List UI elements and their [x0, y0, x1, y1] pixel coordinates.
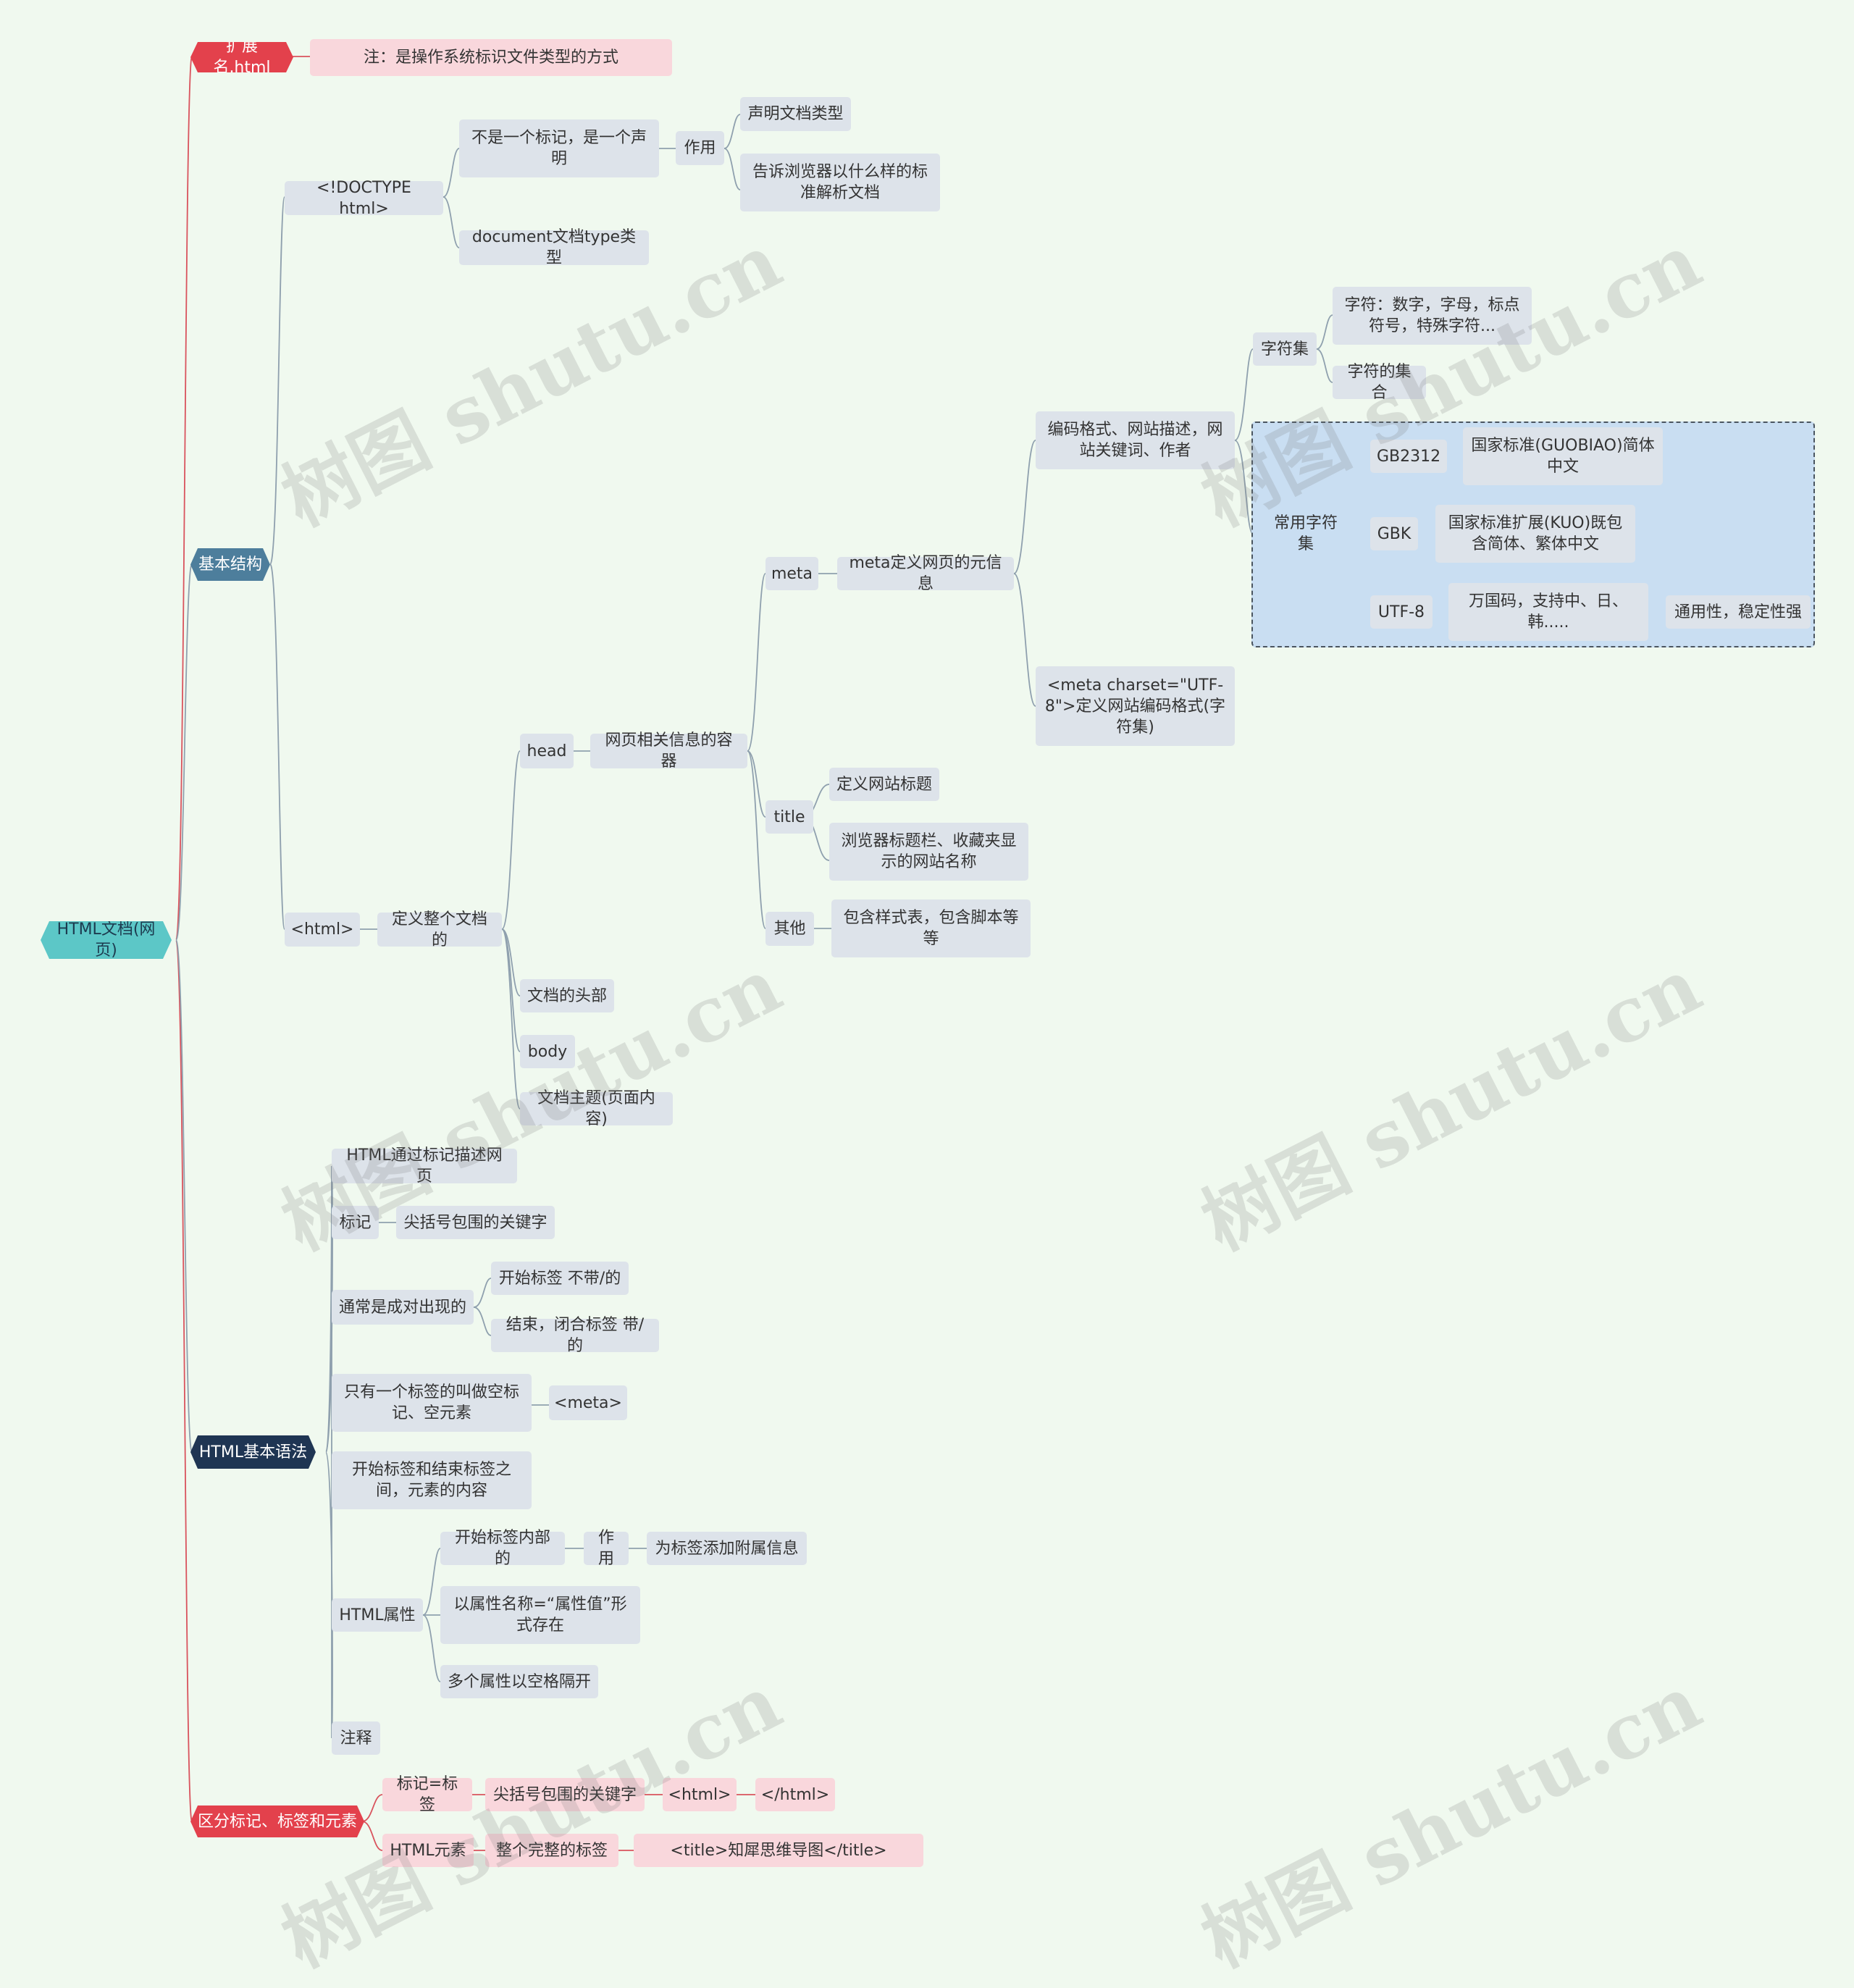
doctype-role-item-2[interactable]: 告诉浏览器以什么样的标准解析文档	[740, 154, 940, 211]
distinguish-element-example[interactable]: <title>知犀思维导图</title>	[634, 1834, 923, 1867]
other-desc[interactable]: 包含样式表，包含脚本等等	[831, 899, 1031, 957]
html-node[interactable]: <html>	[285, 913, 360, 947]
utf8-desc[interactable]: 万国码，支持中、日、韩.....	[1448, 583, 1648, 641]
syntax-empty[interactable]: 只有一个标签的叫做空标记、空元素	[332, 1374, 532, 1432]
gbk-desc[interactable]: 国家标准扩展(KUO)既包含简体、繁体中文	[1435, 505, 1635, 563]
distinguish-tag-equal[interactable]: 标记=标签	[382, 1775, 472, 1814]
title-item-1[interactable]: 定义网站标题	[829, 768, 939, 801]
head-desc-node[interactable]: 文档的头部	[520, 979, 614, 1012]
branch-syntax[interactable]: HTML基本语法	[190, 1435, 316, 1469]
head-desc[interactable]: 网页相关信息的容器	[590, 731, 747, 771]
syntax-content[interactable]: 开始标签和结束标签之间，元素的内容	[332, 1451, 532, 1509]
distinguish-element[interactable]: HTML元素	[382, 1834, 474, 1867]
distinguish-open-tag[interactable]: <html>	[663, 1778, 737, 1811]
meta-node[interactable]: meta	[765, 557, 818, 590]
syntax-attr-role-desc[interactable]: 为标签添加附属信息	[647, 1532, 807, 1565]
body-desc-node[interactable]: 文档主题(页面内容)	[520, 1089, 673, 1128]
syntax-empty-example[interactable]: <meta>	[549, 1385, 627, 1420]
syntax-attr[interactable]: HTML属性	[332, 1598, 423, 1632]
syntax-tag[interactable]: 标记	[332, 1206, 379, 1239]
distinguish-close-tag[interactable]: </html>	[755, 1778, 835, 1811]
charset-node[interactable]: 字符集	[1253, 332, 1317, 366]
meta-desc[interactable]: meta定义网页的元信息	[837, 554, 1014, 593]
title-item-2[interactable]: 浏览器标题栏、收藏夹显示的网站名称	[829, 823, 1028, 881]
charset-chars[interactable]: 字符：数字，字母，标点符号，特殊字符...	[1333, 287, 1532, 345]
charset-collection[interactable]: 字符的集合	[1333, 363, 1426, 402]
syntax-comment[interactable]: 注释	[332, 1721, 380, 1755]
doctype-node[interactable]: <!DOCTYPE html>	[285, 179, 443, 218]
syntax-attr-multi[interactable]: 多个属性以空格隔开	[440, 1665, 598, 1698]
title-node[interactable]: title	[765, 800, 813, 834]
syntax-pairs[interactable]: 通常是成对出现的	[332, 1290, 474, 1325]
gbk-node[interactable]: GBK	[1370, 517, 1418, 550]
gb2312-desc[interactable]: 国家标准(GUOBIAO)简体中文	[1463, 427, 1663, 485]
branch-basic-structure[interactable]: 基本结构	[190, 548, 270, 581]
utf8-node[interactable]: UTF-8	[1370, 595, 1433, 629]
meta-encoding[interactable]: 编码格式、网站描述，网站关键词、作者	[1036, 411, 1235, 469]
syntax-attr-inside[interactable]: 开始标签内部的	[440, 1529, 565, 1568]
common-charset-node[interactable]: 常用字符集	[1273, 514, 1338, 553]
distinguish-keyword[interactable]: 尖括号包围的关键字	[485, 1778, 645, 1811]
syntax-tag-desc[interactable]: 尖括号包围的关键字	[396, 1206, 555, 1239]
gb2312-node[interactable]: GB2312	[1370, 440, 1447, 473]
syntax-describe[interactable]: HTML通过标记描述网页	[332, 1146, 517, 1186]
mindmap-canvas: HTML文档(网页) 扩展名.html 注：是操作系统标识文件类型的方式 基本结…	[0, 0, 1815, 1984]
utf8-note[interactable]: 通用性，稳定性强	[1666, 595, 1811, 629]
branch-extension[interactable]: 扩展名.html	[190, 42, 293, 72]
head-node[interactable]: head	[520, 734, 574, 768]
syntax-attr-form[interactable]: 以属性名称=“属性值”形式存在	[440, 1586, 640, 1644]
syntax-pairs-start[interactable]: 开始标签 不带/的	[491, 1262, 629, 1295]
html-desc[interactable]: 定义整个文档的	[377, 910, 502, 949]
body-node[interactable]: body	[520, 1035, 575, 1068]
syntax-attr-role[interactable]: 作用	[584, 1529, 629, 1568]
branch-distinguish[interactable]: 区分标记、标签和元素	[190, 1805, 364, 1837]
distinguish-element-desc[interactable]: 整个完整的标签	[485, 1834, 618, 1867]
doctype-not-tag[interactable]: 不是一个标记，是一个声明	[459, 119, 659, 177]
doctype-role[interactable]: 作用	[676, 131, 724, 165]
doctype-doc-type[interactable]: document文档type类型	[459, 228, 649, 267]
syntax-pairs-end[interactable]: 结束，闭合标签 带/的	[491, 1316, 659, 1355]
meta-charset-tag[interactable]: <meta charset="UTF-8">定义网站编码格式(字符集)	[1036, 666, 1235, 746]
other-node[interactable]: 其他	[765, 912, 814, 946]
root-node[interactable]: HTML文档(网页)	[41, 921, 172, 959]
extension-note[interactable]: 注：是操作系统标识文件类型的方式	[310, 39, 672, 76]
doctype-role-item-1[interactable]: 声明文档类型	[740, 97, 851, 131]
